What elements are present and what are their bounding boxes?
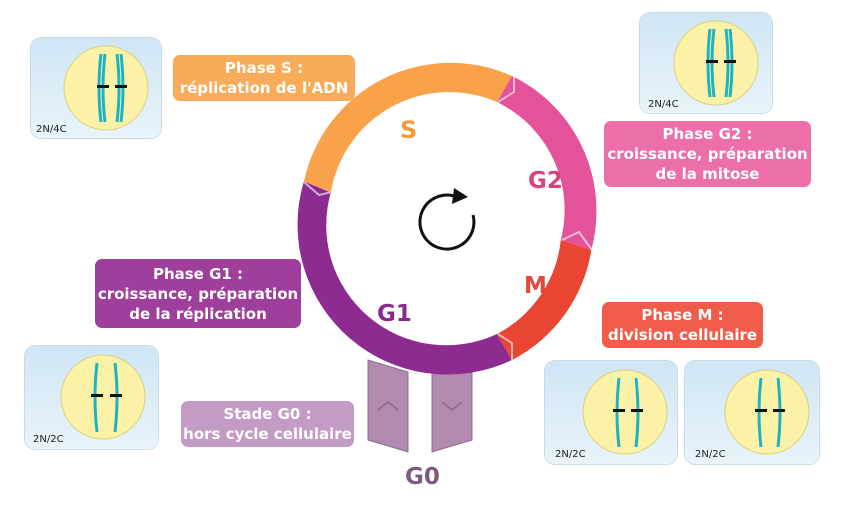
ploidy-label: 2N/4C <box>36 124 67 135</box>
label-phase-g2: Phase G2 : croissance, préparation de la… <box>604 121 811 187</box>
s-segment <box>303 62 512 193</box>
phase-letter-s: S <box>400 116 417 144</box>
label-phase-s: Phase S : réplication de l'ADN <box>173 55 355 101</box>
label-phase-g1: Phase G1 : croissance, préparation de la… <box>95 259 301 328</box>
label-line: Stade G0 : <box>223 405 312 423</box>
label-stage-g0: Stade G0 : hors cycle cellulaire <box>181 401 354 447</box>
cell-image <box>60 354 146 440</box>
cell-card-g0: 2N/2C <box>25 346 158 449</box>
label-phase-m: Phase M : division cellulaire <box>602 302 763 348</box>
label-line: croissance, préparation <box>607 145 808 163</box>
ploidy-label: 2N/4C <box>648 99 679 110</box>
label-line: Phase G1 : <box>152 264 244 283</box>
ploidy-label: 2N/2C <box>555 449 586 460</box>
phase-letter-g1: G1 <box>377 301 412 327</box>
ploidy-label: 2N/2C <box>695 449 726 460</box>
cell-card-g2: 2N/4C <box>640 13 772 113</box>
label-line: division cellulaire <box>607 326 758 344</box>
label-line: réplication de l'ADN <box>179 79 349 97</box>
phase-letter-g2: G2 <box>528 168 563 194</box>
cell-image <box>582 369 668 455</box>
cycle-arrow-icon <box>418 188 476 251</box>
g1-segment <box>297 181 512 375</box>
m-segment <box>497 240 592 360</box>
cell-image <box>63 45 149 131</box>
label-line: Phase S : <box>224 59 304 77</box>
label-line: croissance, préparation <box>97 284 299 303</box>
cell-card-m-right: 2N/2C <box>685 361 819 464</box>
cell-card-m-left: 2N/2C <box>545 361 677 464</box>
label-line: hors cycle cellulaire <box>183 425 352 443</box>
label-line: Phase G2 : <box>662 125 753 143</box>
cell-image <box>673 20 759 106</box>
phase-letter-g0: G0 <box>405 464 440 490</box>
label-line: Phase M : <box>641 306 724 324</box>
cell-card-s: 2N/4C <box>31 38 161 138</box>
ploidy-label: 2N/2C <box>33 434 64 445</box>
cell-image <box>724 369 810 455</box>
label-line: de la mitose <box>655 165 760 183</box>
label-line: de la réplication <box>129 304 267 323</box>
cycle-ring <box>297 62 597 375</box>
phase-letter-m: M <box>524 273 547 299</box>
g2-segment <box>497 76 597 250</box>
